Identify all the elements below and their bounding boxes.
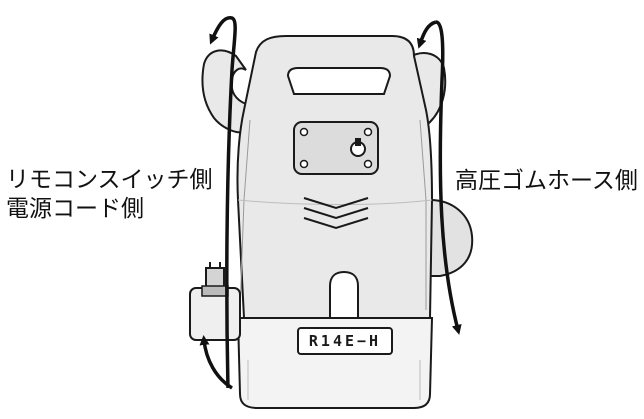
right-rotation-arrow <box>435 20 462 335</box>
front-slot <box>329 270 359 318</box>
remote-switch-side-text: リモコンスイッチ側 <box>6 167 213 193</box>
plate-screw-br <box>363 159 373 169</box>
vent-grille <box>303 197 369 230</box>
plate-screw-bl <box>299 159 309 169</box>
model-plate: R14E−H <box>297 327 393 355</box>
model-number: R14E−H <box>309 332 381 350</box>
plate-screw-tr <box>363 127 373 137</box>
left-hook-handle <box>201 49 248 134</box>
left-rotation-arrow <box>209 16 237 389</box>
power-cord-side-text: 電源コード側 <box>6 195 144 222</box>
plate-valve-knob <box>350 138 366 157</box>
left-connector <box>189 262 241 341</box>
carry-handle-opening <box>286 67 392 95</box>
right-reel-wing <box>429 198 474 277</box>
access-plate <box>293 121 379 175</box>
pump-body <box>236 35 434 319</box>
plate-screw-tl <box>299 127 309 137</box>
high-pressure-hose-side-label: 高圧ゴムホース側 <box>455 168 638 194</box>
remote-switch-cord-side-label: リモコンスイッチ側 電源コード側 <box>6 166 213 224</box>
